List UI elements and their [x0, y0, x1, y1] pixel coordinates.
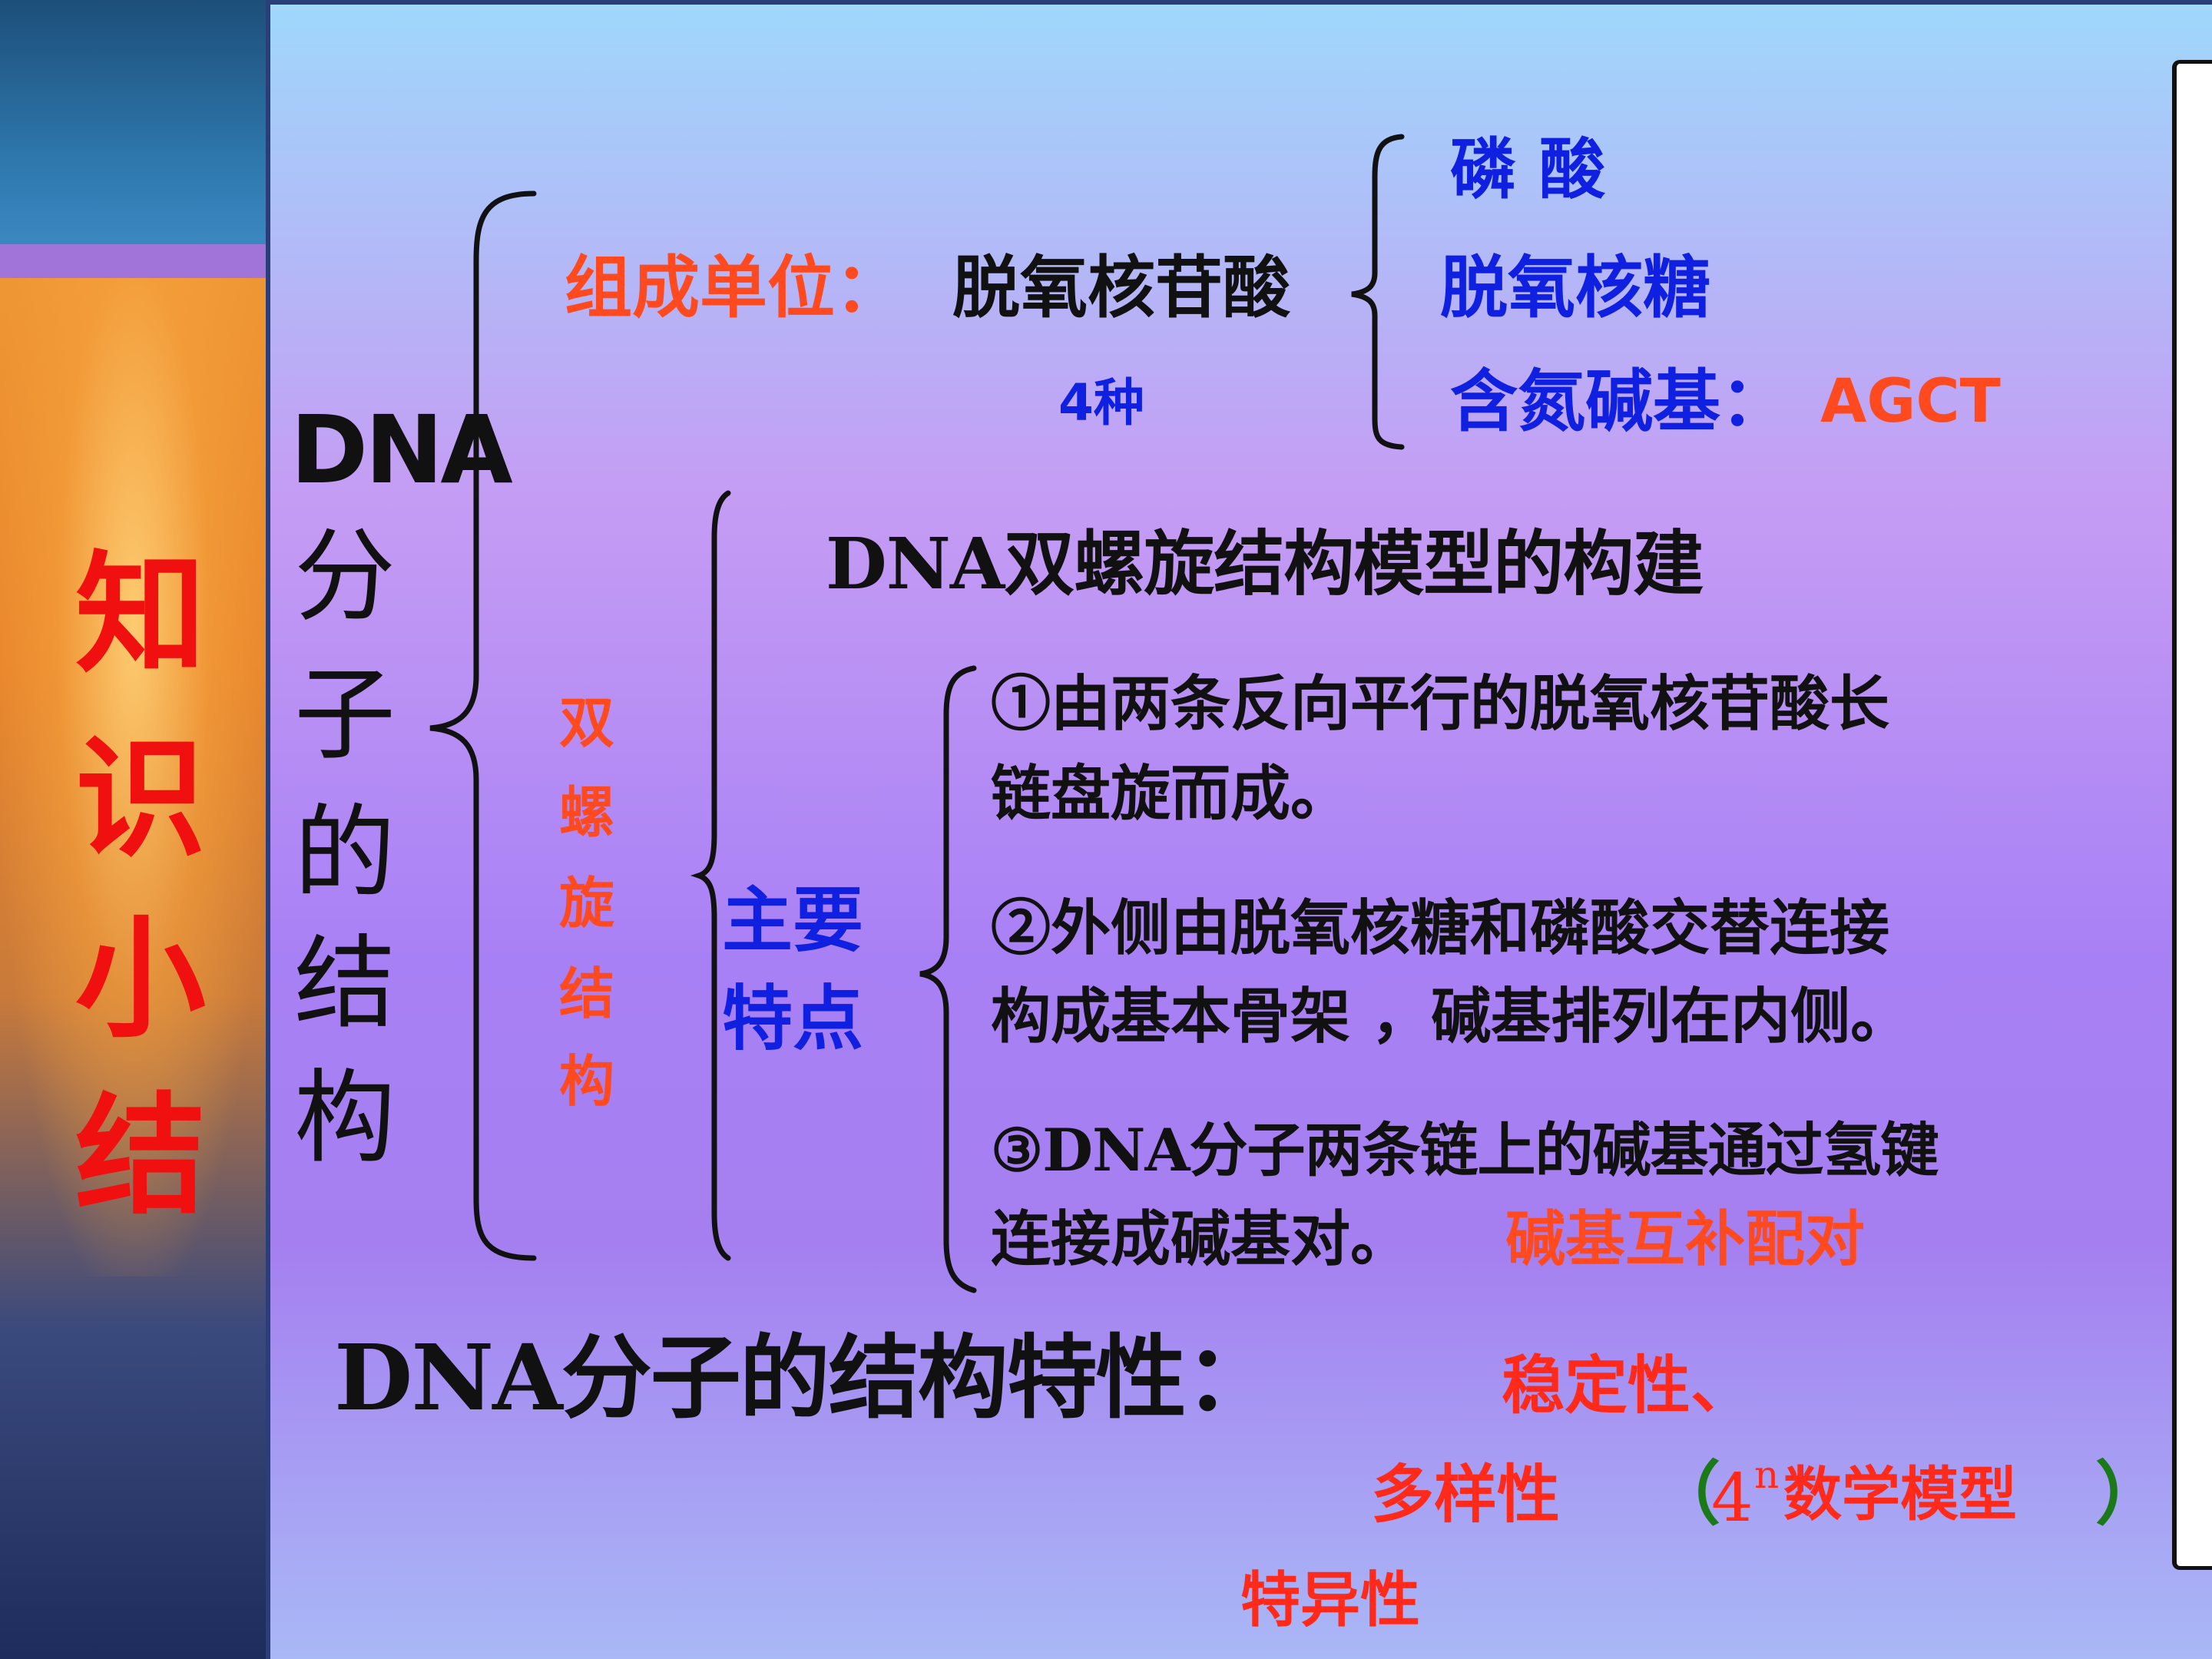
- dna-vertical-char: 分: [294, 518, 396, 636]
- side-title-char: 识: [75, 722, 206, 876]
- paren-close: ）: [2095, 1453, 2164, 1535]
- component-phosphate: 磷 酸: [1450, 131, 1605, 208]
- bases-agct: AGCT: [1820, 367, 2001, 436]
- feature-2-line: 构成基本骨架 ，碱基排列在内侧。: [991, 982, 1911, 1051]
- features-label: 特点: [722, 977, 864, 1060]
- feature-3-line: 连接成碱基对。: [991, 1204, 1411, 1274]
- brace-components: [1351, 134, 1405, 450]
- paren-open: （: [1651, 1453, 1720, 1535]
- side-strip-glow: [0, 278, 267, 1277]
- feature-2-line: ②外侧由脱氧核糖和磷酸交替连接: [991, 893, 1890, 963]
- property-stability: 稳定性、: [1502, 1349, 1754, 1422]
- properties-label: DNA分子的结构特性：: [334, 1324, 1276, 1431]
- content-area: [270, 0, 2212, 1659]
- feature-3-line: ③DNA分子两条链上的碱基通过氢键: [991, 1116, 1939, 1184]
- brace-helix: [690, 490, 731, 1261]
- property-specificity: 特异性: [1240, 1565, 1421, 1635]
- side-title-char: 小: [75, 902, 206, 1056]
- math-base: 4: [1711, 1460, 1753, 1537]
- math-exponent: n: [1754, 1452, 1780, 1497]
- features-label: 主要: [722, 879, 864, 962]
- right-frame: [2172, 60, 2212, 1570]
- brace-features: [919, 665, 977, 1293]
- side-title-char: 结: [75, 1079, 206, 1233]
- feature-1-line: 链盘旋而成。: [991, 759, 1351, 829]
- side-strip-band: [0, 244, 267, 278]
- feature-1-line: ①由两条反向平行的脱氧核苷酸长: [991, 669, 1890, 739]
- content-top-border: [270, 0, 2212, 5]
- unit-name: 脱氧核苷酸: [952, 247, 1291, 327]
- helix-label-char: 双: [559, 690, 615, 755]
- helix-label-char: 螺: [559, 780, 615, 845]
- dna-vertical-char: 子: [294, 656, 396, 774]
- component-base: 含氮碱基：: [1450, 361, 1789, 441]
- helix-label-char: 结: [559, 961, 615, 1026]
- side-strip-top: [0, 0, 267, 244]
- side-title-char: 知: [75, 538, 206, 691]
- unit-count: 4种: [1058, 373, 1144, 432]
- helix-label-char: 旋: [559, 870, 615, 935]
- math-model: 数学模型: [1783, 1460, 2017, 1528]
- brace-dna-structure: [429, 190, 537, 1261]
- unit-label: 组成单位：: [565, 247, 903, 327]
- model-title: DNA双螺旋结构模型的构建: [826, 522, 1704, 605]
- dna-vertical-char: 构: [294, 1059, 396, 1177]
- component-deoxyribose: 脱氧核糖: [1440, 247, 1711, 327]
- side-strip-divider: [266, 0, 270, 1659]
- dna-vertical-char: 结: [294, 925, 396, 1043]
- dna-vertical-char: 的: [294, 794, 396, 912]
- pairing-rule: 碱基互补配对: [1505, 1204, 1866, 1274]
- property-diversity: 多样性: [1371, 1458, 1561, 1532]
- dna-label: DNA: [290, 396, 513, 505]
- helix-label-char: 构: [559, 1048, 615, 1114]
